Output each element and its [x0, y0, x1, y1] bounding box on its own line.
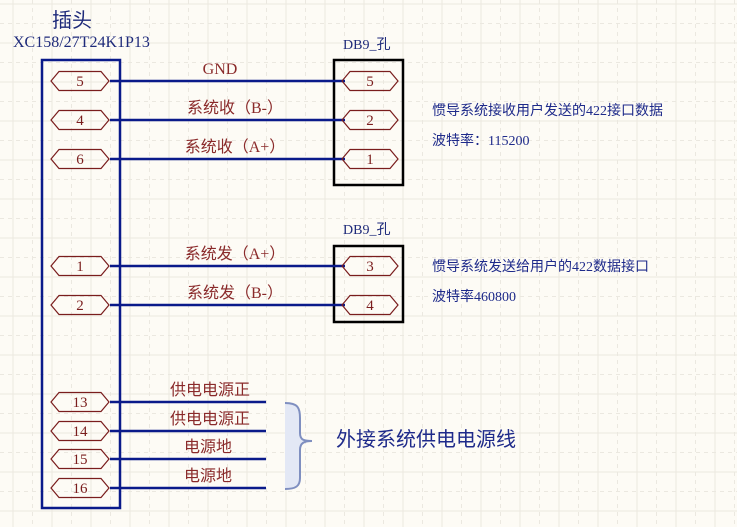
pin-number: 2 — [76, 298, 84, 314]
wires — [110, 79, 345, 490]
db9-receive-pin[interactable]: 5 — [341, 70, 399, 92]
net-labels: GND系统收（B-）系统收（A+）系统发（A+）系统发（B-）供电电源正供电电源… — [170, 61, 285, 485]
db9-transmit-pin[interactable]: 4 — [341, 294, 399, 316]
db9-receive-label: DB9_孔 — [343, 37, 390, 53]
main-connector-pin[interactable]: 5 — [50, 70, 110, 92]
pin-outline — [50, 148, 110, 170]
main-connector-body[interactable] — [40, 58, 122, 510]
main-connector-part-number: XC158/27T24K1P13 — [13, 34, 150, 51]
main-connector-pin[interactable]: 1 — [50, 255, 110, 277]
pin-number: 2 — [366, 113, 374, 129]
brace-icon — [284, 402, 313, 490]
pin-number: 16 — [73, 481, 89, 497]
db9-receive-pin[interactable]: 2 — [341, 109, 399, 131]
net-label: 供电电源正 — [170, 381, 250, 399]
net-label: 电源地 — [184, 438, 232, 456]
net-label: 系统收（A+） — [185, 138, 286, 156]
pin-number: 15 — [73, 452, 88, 468]
transmit-baud-rate: 波特率460800 — [432, 288, 516, 305]
pin-number: 13 — [73, 395, 88, 411]
net-label: 系统发（B-） — [187, 284, 283, 302]
receive-description: 惯导系统接收用户发送的422接口数据 — [432, 102, 663, 119]
db9-transmit-body[interactable] — [332, 244, 405, 324]
main-connector-pin[interactable]: 13 — [50, 391, 110, 413]
pin-number: 5 — [366, 74, 374, 90]
db9-receive-body[interactable] — [332, 58, 405, 187]
pin-outline — [50, 391, 110, 413]
net-label: 系统发（A+） — [185, 245, 286, 263]
pin-outline — [50, 420, 110, 442]
main-connector-pin[interactable]: 4 — [50, 109, 110, 131]
main-connector-pin[interactable]: 16 — [50, 477, 110, 499]
transmit-description: 惯导系统发送给用户的422数据接口 — [432, 258, 649, 275]
pin-number: 5 — [76, 74, 84, 90]
pin-number: 4 — [366, 298, 374, 314]
net-label: 供电电源正 — [170, 410, 250, 428]
pin-outline — [341, 109, 399, 131]
db9-receive-pin[interactable]: 1 — [341, 148, 399, 170]
pin-outline — [341, 70, 399, 92]
main-connector-pin[interactable]: 14 — [50, 420, 110, 442]
db9-transmit-pin[interactable]: 3 — [341, 255, 399, 277]
pin-number: 14 — [73, 424, 89, 440]
pin-outline — [50, 477, 110, 499]
net-label: GND — [203, 61, 238, 78]
pin-outline — [341, 294, 399, 316]
pin-number: 6 — [76, 152, 84, 168]
pin-outline — [341, 148, 399, 170]
main-connector-pin[interactable]: 6 — [50, 148, 110, 170]
main-connector-title: 插头 — [52, 9, 92, 32]
brace-fill — [285, 403, 312, 489]
pin-outline — [50, 70, 110, 92]
pin-number: 4 — [76, 113, 84, 129]
pin-number: 1 — [76, 259, 84, 275]
receive-baud-rate: 波特率：115200 — [432, 132, 529, 149]
pin-outline — [341, 255, 399, 277]
pin-outline — [50, 255, 110, 277]
net-label: 系统收（B-） — [187, 99, 283, 117]
main-connector-pin[interactable]: 15 — [50, 448, 110, 470]
pin-outline — [50, 109, 110, 131]
db9-transmit-label: DB9_孔 — [343, 222, 390, 238]
pin-number: 3 — [366, 259, 374, 275]
pin-outline — [50, 294, 110, 316]
net-label: 电源地 — [184, 467, 232, 485]
main-connector-pin[interactable]: 2 — [50, 294, 110, 316]
pin-outline — [50, 448, 110, 470]
pin-number: 1 — [366, 152, 374, 168]
power-description: 外接系统供电电源线 — [336, 428, 516, 451]
